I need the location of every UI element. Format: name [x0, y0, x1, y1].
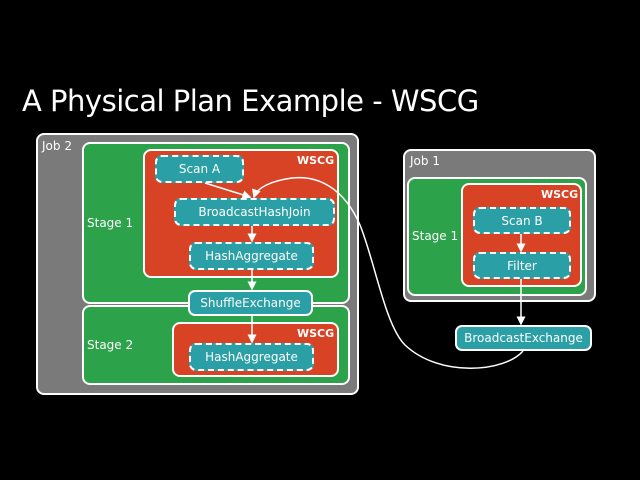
- job2-stage1-wscg-label: WSCG: [297, 154, 335, 167]
- job1-stage1-label: Stage 1: [412, 229, 459, 243]
- job2-stage2-wscg-label: WSCG: [297, 327, 335, 340]
- job2-stage1-label: Stage 1: [87, 216, 134, 230]
- op-filter: Filter: [473, 252, 571, 279]
- op-broadcast-exchange: BroadcastExchange: [455, 325, 592, 351]
- slide-title: A Physical Plan Example - WSCG: [22, 84, 479, 118]
- job1-stage1-wscg-label: WSCG: [541, 188, 579, 201]
- job1-label: Job 1: [410, 154, 440, 168]
- job2-label: Job 2: [42, 139, 72, 153]
- op-shuffle-exchange: ShuffleExchange: [188, 290, 313, 316]
- op-scan-a: Scan A: [155, 155, 244, 183]
- op-scan-b: Scan B: [473, 207, 571, 234]
- op-hash-aggregate-stage2: HashAggregate: [189, 343, 314, 371]
- op-hash-aggregate-stage1: HashAggregate: [189, 242, 314, 270]
- job2-stage2-label: Stage 2: [87, 338, 134, 352]
- op-broadcast-hash-join: BroadcastHashJoin: [174, 198, 335, 226]
